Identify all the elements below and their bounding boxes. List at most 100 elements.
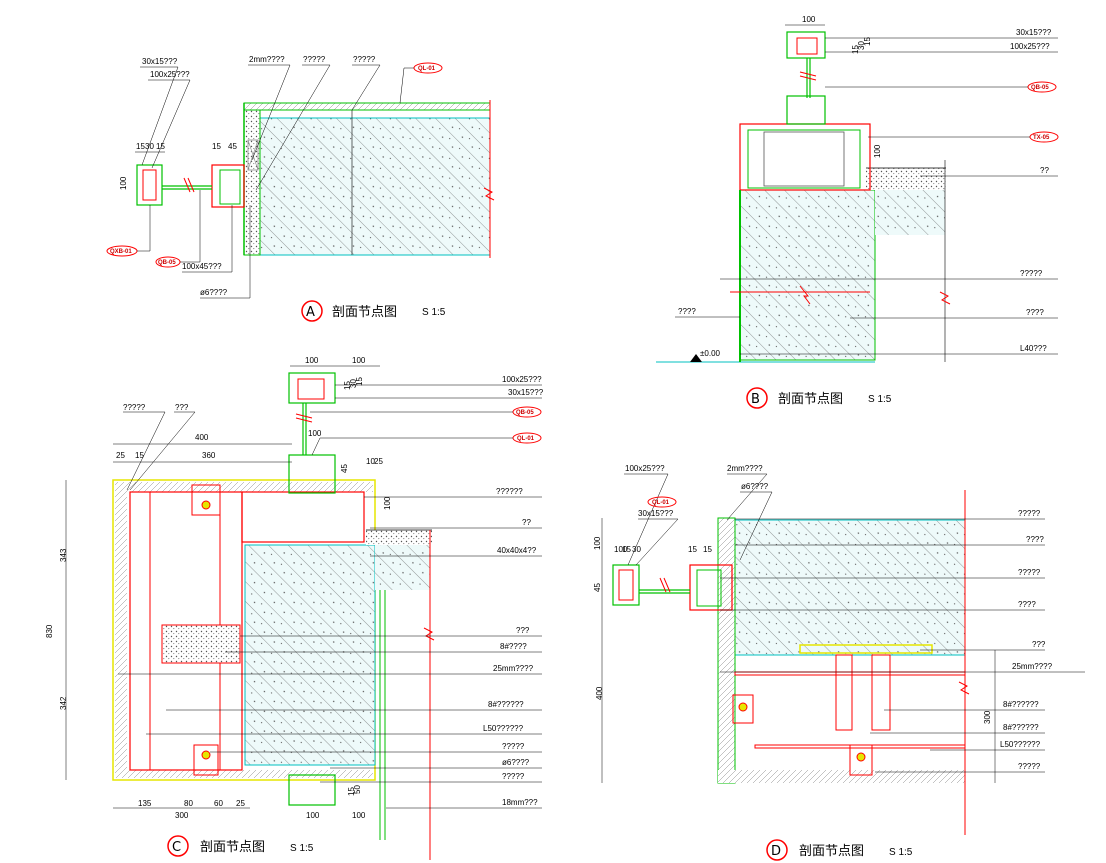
dim-c-100a: 100	[305, 356, 319, 365]
label-a-q1: ?????	[303, 55, 326, 64]
label-d-l50: L50??????	[1000, 740, 1041, 749]
label-c-q3: ???	[516, 626, 530, 635]
label-c-q6: ??????	[496, 487, 523, 496]
label-d-100x25: 100x25???	[625, 464, 665, 473]
dim-d-30: 15	[622, 545, 631, 554]
label-c-30x15: 30x15???	[508, 388, 544, 397]
detail-c-title: 剖面节点图	[200, 840, 265, 855]
detail-d-scale: S 1:5	[889, 847, 913, 858]
dim-d-400: 400	[595, 686, 604, 700]
detail-d-letter: D	[771, 844, 781, 859]
label-b-l40: L40???	[1020, 344, 1047, 353]
dim-c-100d: 100	[383, 496, 392, 510]
dim-c-10: 10	[366, 457, 375, 466]
label-a-100x45: 100x45???	[182, 262, 222, 271]
tag-a-qb05: QB-05	[158, 260, 176, 266]
dim-a-6: 100	[119, 176, 128, 190]
dim-c-135: 135	[138, 799, 152, 808]
dim-c-25c: 25	[236, 799, 245, 808]
label-d-o6: ø6????	[741, 482, 769, 491]
dim-c-343: 343	[59, 548, 68, 562]
dim-c-15c: 15	[135, 451, 144, 460]
label-d-q4: ????	[1026, 535, 1044, 544]
label-b-q4b: ????	[678, 307, 696, 316]
dim-b-15: 15	[851, 45, 860, 54]
dim-d-100b: 100	[593, 536, 602, 550]
dim-c-300: 300	[175, 811, 189, 820]
label-c-q3b: ???	[175, 403, 189, 412]
detail-a: 15 30 15 15 45 100 30x15??? 100x25??? 2m…	[106, 55, 495, 322]
dim-d-100: 45	[593, 583, 602, 592]
dim-c-100e: 100	[306, 811, 320, 820]
label-c-q5: ?????	[502, 742, 525, 751]
dim-d-15c: 15	[688, 545, 697, 554]
dim-b-100b: 100	[873, 144, 882, 158]
label-c-40x40: 40x40x4??	[497, 546, 537, 555]
dim-d-15b: 30	[632, 545, 641, 554]
label-d-25mm: 25mm????	[1012, 662, 1053, 671]
label-b-q5: ?????	[1020, 269, 1043, 278]
dim-c-15: 15	[343, 381, 352, 390]
tag-d-ql01: QL-01	[652, 500, 670, 506]
dim-c-15b: 15	[355, 377, 364, 386]
dim-c-60: 60	[214, 799, 223, 808]
dim-a-1: 15	[136, 142, 145, 151]
label-c-q5b: ?????	[502, 772, 525, 781]
dim-c-100f: 100	[352, 811, 366, 820]
dim-a-3: 15	[156, 142, 165, 151]
label-b-100x25: 100x25???	[1010, 42, 1050, 51]
label-d-q5: ?????	[1018, 509, 1041, 518]
label-d-8a: 8#??????	[1003, 700, 1039, 709]
dim-c-25: 25	[116, 451, 125, 460]
detail-b-letter: B	[751, 392, 760, 407]
detail-a-scale: S 1:5	[422, 307, 446, 318]
tag-c-qb05: QB-05	[516, 410, 534, 416]
dim-d-15: 100	[614, 545, 628, 554]
dim-c-15d: 15	[347, 787, 356, 796]
label-a-2mm: 2mm????	[249, 55, 285, 64]
label-c-100x25: 100x25???	[502, 375, 542, 384]
label-b-q4: ????	[1026, 308, 1044, 317]
label-c-8: 8#????	[500, 642, 527, 651]
label-d-8b: 8#??????	[1003, 723, 1039, 732]
label-d-q5b: ?????	[1018, 568, 1041, 577]
dim-b-15b: 15	[863, 37, 872, 46]
dim-a-4: 15	[212, 142, 221, 151]
dim-c-80: 80	[184, 799, 193, 808]
dim-c-342: 342	[59, 696, 68, 710]
dim-c-100c: 100	[308, 429, 322, 438]
label-a-30x15: 30x15???	[142, 57, 178, 66]
dim-b-100: 100	[802, 15, 816, 24]
dim-d-300: 300	[983, 710, 992, 724]
detail-d-title: 剖面节点图	[799, 844, 864, 859]
label-a-q2: ?????	[353, 55, 376, 64]
label-d-q4b: ????	[1018, 600, 1036, 609]
detail-c: 100 100 15 30 15 100 400 25 15 360 45 10…	[45, 356, 544, 860]
detail-c-scale: S 1:5	[290, 843, 314, 854]
dim-c-100b: 100	[352, 356, 366, 365]
label-d-q5c: ?????	[1018, 762, 1041, 771]
label-d-30x15: 30x15???	[638, 509, 674, 518]
detail-b: 100 15 30 15 100 30x15??? 100x25??? QB-0…	[656, 15, 1059, 409]
tag-b-tx05: TX-05	[1033, 135, 1050, 141]
dim-d-45: 15	[703, 545, 712, 554]
tag-b-qb05: QB-05	[1031, 85, 1049, 91]
label-a-100x25: 100x25???	[150, 70, 190, 79]
label-c-25mm: 25mm????	[493, 664, 534, 673]
label-b-q: ??	[1040, 166, 1049, 175]
dim-c-45: 45	[340, 464, 349, 473]
label-b-level: ±0.00	[700, 349, 721, 358]
label-d-q3: ???	[1032, 640, 1046, 649]
dim-c-830: 830	[45, 624, 54, 638]
label-c-q5c: ?????	[123, 403, 146, 412]
tag-a-qxb01: QXB-01	[110, 249, 132, 255]
detail-b-title: 剖面节点图	[778, 392, 843, 407]
dim-c-30: 30	[349, 379, 358, 388]
dim-b-30: 30	[857, 41, 866, 50]
tag-c-ql01: QL-01	[517, 436, 535, 442]
label-c-18mm: 18mm???	[502, 798, 538, 807]
dim-c-25b: 25	[374, 457, 383, 466]
detail-c-letter: C	[172, 840, 181, 855]
dim-c-360: 360	[202, 451, 216, 460]
